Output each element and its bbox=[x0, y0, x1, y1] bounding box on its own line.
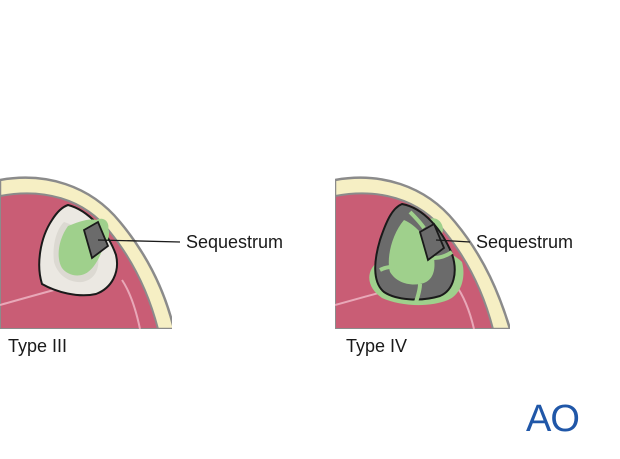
sequestrum-leader-line bbox=[97, 239, 181, 243]
panel-caption: Type III bbox=[8, 336, 67, 356]
panel-caption: Type IV bbox=[346, 336, 407, 356]
panel-type-iv: Sequestrum Type IV bbox=[335, 176, 573, 356]
sequestrum-label: Sequestrum bbox=[186, 232, 283, 252]
ao-logo: AO bbox=[526, 398, 580, 440]
sequestrum-fragment bbox=[418, 222, 446, 262]
panel-type-iii: Sequestrum Type III bbox=[0, 176, 283, 356]
limb-cross-section-iv bbox=[335, 176, 510, 329]
sequestrum-leader-line bbox=[435, 239, 471, 243]
sequestrum-fragment bbox=[82, 220, 110, 260]
sequestrum-label: Sequestrum bbox=[476, 232, 573, 252]
ao-logo-text: AO bbox=[526, 398, 579, 440]
limb-cross-section-iii bbox=[0, 176, 172, 329]
